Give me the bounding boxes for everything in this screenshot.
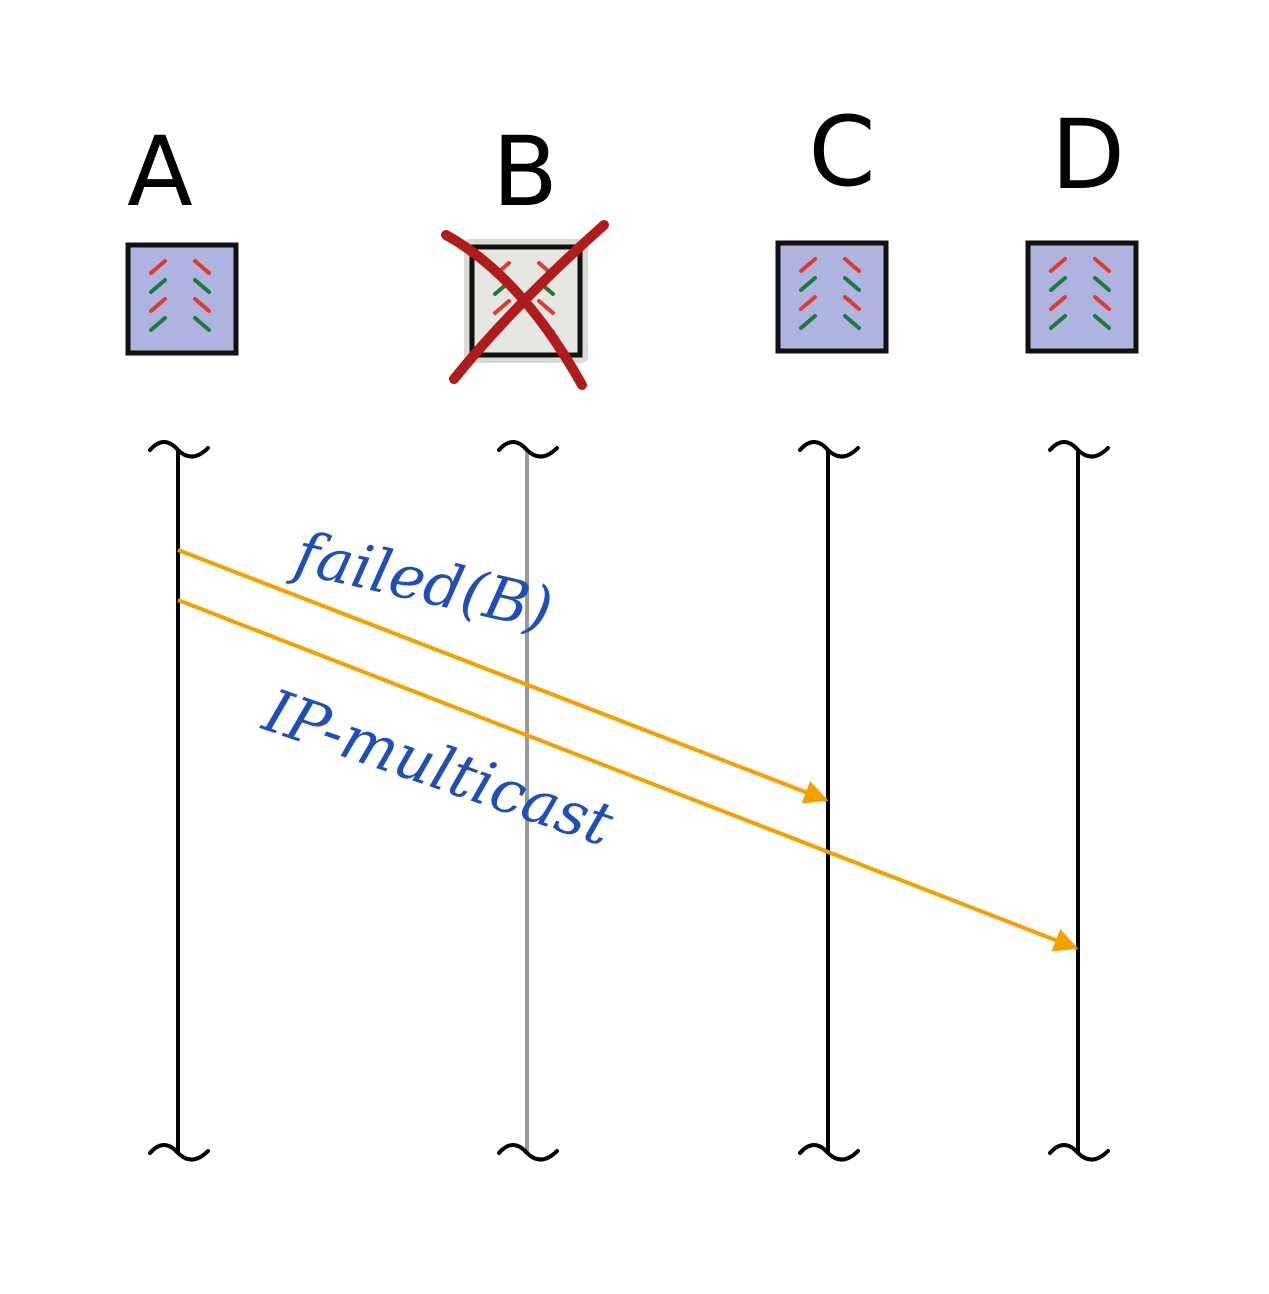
server-stripe: [843, 257, 861, 273]
message-label-failed: failed(B): [285, 518, 559, 646]
server-stripe: [149, 297, 167, 313]
message-arrow-failed: [177, 548, 829, 804]
lifeline-b: [497, 440, 559, 1162]
server-stripe: [193, 259, 211, 275]
lifeline-break-top: [798, 440, 860, 459]
lifeline-a: [148, 440, 210, 1162]
server-stripe: [1049, 314, 1067, 330]
message-arrow-ip-multicast: [177, 598, 1079, 952]
server-stripe: [149, 259, 167, 275]
node-label-a: A: [127, 116, 193, 228]
server-stripe: [799, 276, 817, 292]
server-stripe: [799, 257, 817, 273]
server-stripe: [843, 276, 861, 292]
lifeline-break-top: [497, 440, 559, 459]
failed-cross-line: [449, 220, 609, 384]
server-stripe: [1093, 314, 1111, 330]
server-box-a: [125, 242, 239, 356]
server-node-b: [441, 220, 609, 390]
server-stripe: [537, 299, 555, 315]
server-stripe: [843, 295, 861, 311]
server-stripe: [799, 295, 817, 311]
node-label-d: D: [1051, 99, 1125, 211]
server-stripe: [1093, 257, 1111, 273]
server-stripe: [1093, 276, 1111, 292]
lifeline-break-bottom: [798, 1143, 860, 1162]
server-stripe: [193, 297, 211, 313]
lifeline-break-top: [148, 440, 210, 459]
server-box-c: [775, 240, 889, 354]
server-stripe: [193, 278, 211, 294]
server-stripe: [1049, 257, 1067, 273]
server-stripe: [1049, 276, 1067, 292]
node-label-b: B: [492, 116, 558, 228]
server-box-d: [1025, 240, 1139, 354]
lifeline-c: [798, 440, 860, 1162]
server-stripe: [149, 278, 167, 294]
node-label-c: C: [808, 96, 875, 208]
failed-cross-line: [441, 230, 587, 390]
server-stripe: [1093, 295, 1111, 311]
lifeline-break-bottom: [1048, 1143, 1110, 1162]
server-stripe: [843, 314, 861, 330]
server-stripe: [493, 299, 511, 315]
server-node-c: [775, 240, 889, 354]
server-stripe: [149, 316, 167, 332]
server-node-a: [125, 242, 239, 356]
server-stripe: [193, 316, 211, 332]
message-label-ip-multicast: IP-multicast: [254, 676, 622, 861]
lifeline-break-bottom: [497, 1143, 559, 1162]
server-stripe: [1049, 295, 1067, 311]
server-stripe: [799, 314, 817, 330]
lifeline-break-top: [1048, 440, 1110, 459]
server-node-d: [1025, 240, 1139, 354]
lifeline-break-bottom: [148, 1143, 210, 1162]
lifeline-d: [1048, 440, 1110, 1162]
